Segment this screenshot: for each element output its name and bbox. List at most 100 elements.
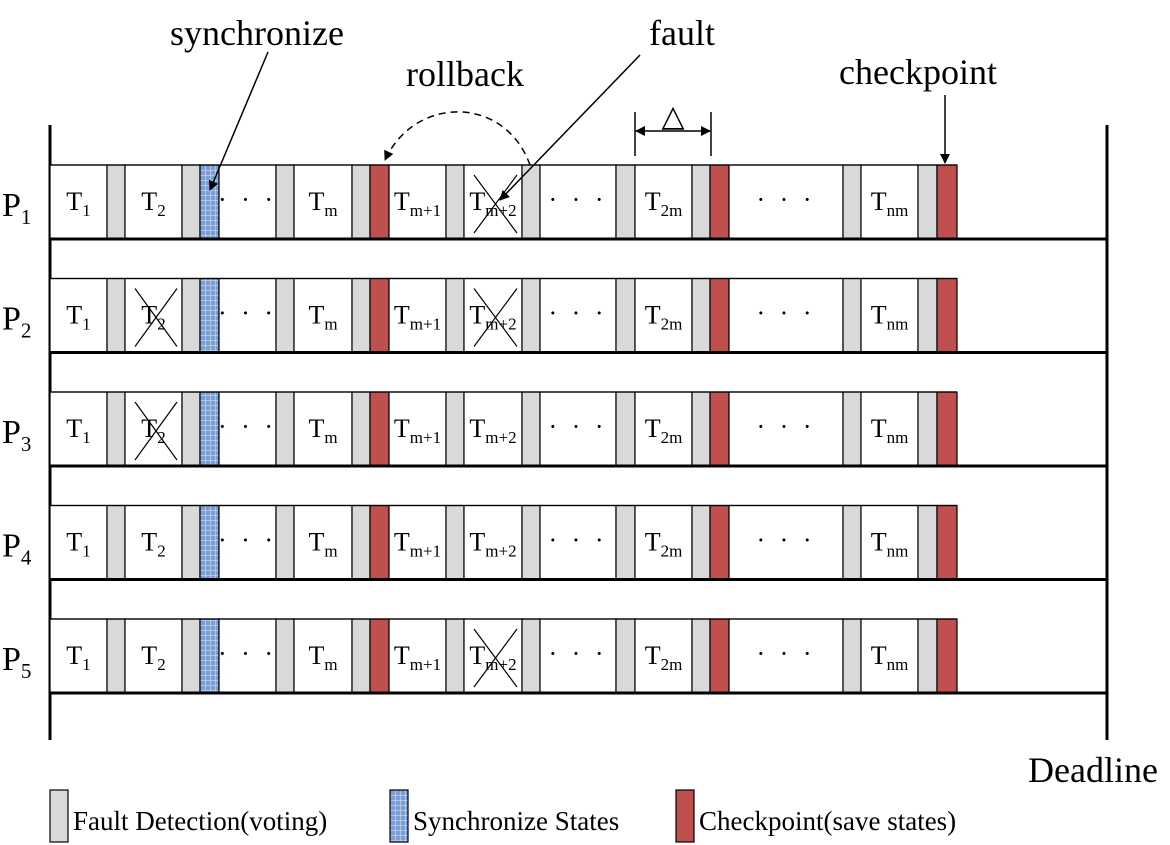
checkpoint-block	[369, 504, 390, 581]
checkpoint-block	[369, 164, 390, 240]
checkpoint-block	[709, 277, 730, 354]
checkpoint-block	[369, 618, 390, 694]
legend-checkpoint-label: Checkpoint(save states)	[699, 806, 956, 836]
fault-detection-block	[351, 618, 371, 694]
fault-cross-mark	[473, 174, 518, 234]
task-cell	[388, 277, 447, 354]
fault-detection-block	[521, 618, 541, 694]
deadline-label: Deadline	[1028, 750, 1158, 790]
task-cell	[388, 618, 447, 694]
fault-detection-block	[691, 164, 711, 240]
legend-fault-detection-swatch	[49, 789, 69, 843]
ellipsis-cell	[218, 618, 277, 694]
ellipsis-cell	[539, 277, 617, 354]
task-cell	[634, 504, 693, 581]
task-cell	[860, 277, 919, 354]
fault-detection-block	[181, 618, 201, 694]
fault-detection-block	[917, 504, 938, 581]
legend-synchronize-swatch	[389, 789, 409, 843]
checkpoint-block	[709, 164, 730, 240]
fault-detection-block	[691, 277, 711, 354]
fault-detection-block	[445, 164, 465, 240]
fault-detection-block	[842, 164, 862, 240]
ellipsis-label: · · ·	[757, 639, 816, 668]
fault-detection-block	[842, 391, 862, 467]
fault-detection-block	[106, 618, 126, 694]
ellipsis-label: · · ·	[549, 299, 608, 328]
fault-detection-block	[445, 504, 465, 581]
fault-cross-mark	[473, 288, 518, 347]
fault-detection-block	[181, 277, 201, 354]
task-cell	[388, 504, 447, 581]
checkpoint-block	[936, 618, 958, 694]
ellipsis-label: · · ·	[757, 526, 816, 555]
fault-detection-block	[917, 391, 938, 467]
checkpoint-block	[936, 164, 958, 240]
processor-label: P3	[2, 414, 31, 456]
task-label: T2m	[645, 414, 683, 447]
ellipsis-label: · · ·	[218, 639, 277, 668]
fault-detection-block	[351, 277, 371, 354]
legend-synchronize-label: Synchronize States	[413, 806, 619, 836]
legend-fault-detection-label: Fault Detection(voting)	[73, 806, 327, 836]
ellipsis-label: · · ·	[549, 412, 608, 441]
fault-detection-block	[181, 164, 201, 240]
ellipsis-cell	[218, 504, 277, 581]
fault-detection-block	[106, 504, 126, 581]
task-cell	[860, 618, 919, 694]
checkpoint-block	[936, 504, 958, 581]
fault-detection-block	[917, 164, 938, 240]
rollback-arrow	[384, 111, 531, 166]
fault-detection-block	[275, 164, 295, 240]
task-cell	[634, 164, 693, 240]
fault-cross-mark	[134, 288, 178, 347]
fault-detection-block	[106, 391, 126, 467]
fault-detection-block	[351, 391, 371, 467]
fault-detection-block	[615, 164, 636, 240]
task-cell	[49, 164, 108, 240]
ellipsis-label: · · ·	[218, 526, 277, 555]
fault-detection-block	[521, 164, 541, 240]
checkpoint-block	[709, 504, 730, 581]
ellipsis-cell	[218, 391, 277, 467]
task-label: Tm	[308, 301, 337, 334]
fault-detection-block	[691, 618, 711, 694]
task-cell	[49, 504, 108, 581]
synchronize-arrow	[208, 51, 269, 191]
ellipsis-label: · · ·	[757, 299, 816, 328]
fault-detection-block	[842, 504, 862, 581]
task-cell	[293, 277, 353, 354]
fault-detection-block	[275, 618, 295, 694]
ellipsis-label: · · ·	[218, 185, 277, 214]
task-cell	[49, 277, 108, 354]
checkpoint-block	[369, 391, 390, 467]
task-cell	[634, 618, 693, 694]
fault-detection-block	[275, 504, 295, 581]
fault-label: fault	[649, 13, 715, 53]
fault-cross-mark	[473, 628, 518, 688]
ellipsis-label: · · ·	[757, 412, 816, 441]
fault-arrow	[499, 54, 641, 201]
fault-detection-block	[106, 164, 126, 240]
fault-detection-block	[181, 391, 201, 467]
fault-detection-block	[842, 277, 862, 354]
fault-detection-block	[106, 277, 126, 354]
fault-detection-block	[275, 277, 295, 354]
ellipsis-cell	[539, 164, 617, 240]
checkpoint-block	[709, 618, 730, 694]
ellipsis-label: · · ·	[549, 526, 608, 555]
ellipsis-cell	[728, 277, 844, 354]
delta-symbol: △	[661, 100, 684, 133]
synchronize-block	[199, 277, 220, 354]
task-cell	[293, 504, 353, 581]
checkpoint-label: checkpoint	[839, 52, 997, 92]
synchronize-block	[199, 618, 220, 694]
ellipsis-label: · · ·	[549, 639, 608, 668]
rollback-label: rollback	[406, 54, 524, 94]
ellipsis-label: · · ·	[757, 185, 816, 214]
